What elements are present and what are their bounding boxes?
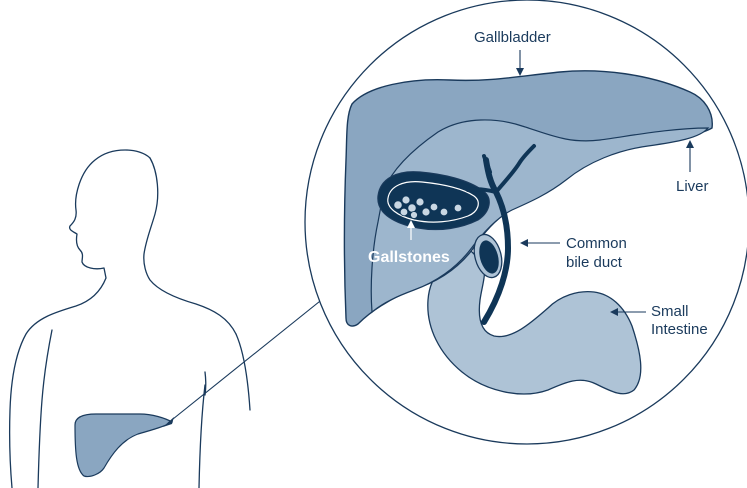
small-intestine-label-line2: Intestine [651, 321, 708, 338]
left-shoulder [236, 334, 250, 410]
gallbladder-label: Gallbladder [474, 29, 551, 46]
liver-label: Liver [676, 178, 709, 195]
back-of-head [144, 158, 236, 334]
gallstones-label: Gallstones [368, 249, 450, 266]
chest-line [205, 372, 206, 395]
right-arm [38, 330, 52, 488]
small-intestine-label-line1: Small [651, 303, 689, 320]
common-bile-duct-label-line1: Common [566, 235, 627, 252]
common-bile-duct-label-line2: bile duct [566, 254, 623, 271]
body-liver [75, 414, 172, 477]
left-arm [199, 385, 205, 488]
